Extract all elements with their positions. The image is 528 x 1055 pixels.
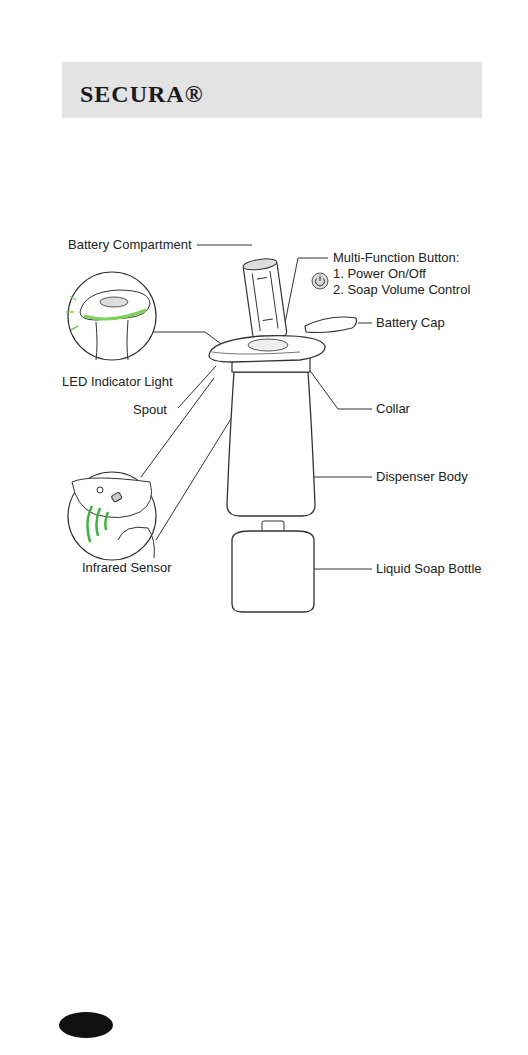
power-button-icon	[312, 273, 328, 289]
part-label: Multi-Function Button:	[333, 250, 459, 266]
part-label: Liquid Soap Bottle	[376, 561, 482, 577]
part-label: Collar	[376, 401, 410, 417]
dispenser-head	[209, 336, 325, 362]
brand-name: SECURA®	[80, 81, 204, 108]
leader-line	[308, 368, 372, 409]
part-label: Battery Compartment	[68, 237, 192, 253]
part-label: 1. Power On/Off	[333, 266, 426, 282]
led-magnifier	[66, 272, 156, 360]
part-label: Dispenser Body	[376, 469, 468, 485]
page-number-tab	[59, 1012, 113, 1038]
part-label: Battery Cap	[376, 315, 445, 331]
leader-line	[358, 323, 372, 324]
liquid-soap-bottle	[232, 521, 314, 612]
part-label: Spout	[133, 402, 167, 418]
part-label: 2. Soap Volume Control	[333, 282, 470, 298]
leader-line	[141, 378, 214, 477]
battery-cap	[305, 317, 357, 333]
infrared-magnifier	[68, 472, 156, 560]
part-label: LED Indicator Light	[62, 374, 173, 390]
part-label: Infrared Sensor	[82, 560, 172, 576]
header-band: SECURA®	[62, 62, 482, 118]
battery-compartment	[242, 257, 287, 340]
dispenser-body	[227, 372, 315, 516]
leader-line	[197, 245, 252, 246]
